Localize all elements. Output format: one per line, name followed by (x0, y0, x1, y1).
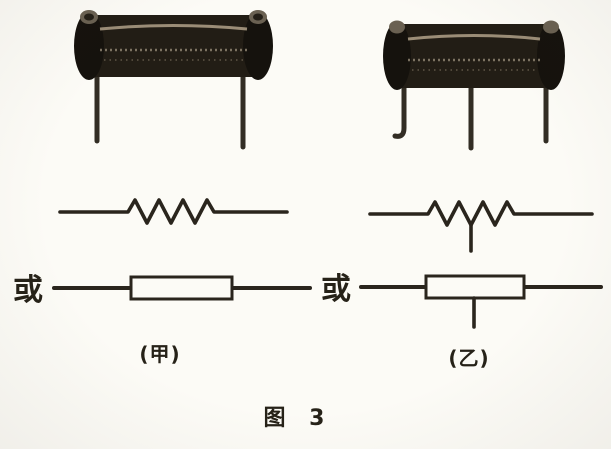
right-resistor-lead-1 (392, 81, 407, 139)
wirewound-resistor-photo-left (74, 10, 273, 150)
zigzag-resistor-symbol-left (58, 198, 289, 225)
wirewound-resistor-photo-right (383, 20, 565, 151)
right-cap-knob-left (389, 20, 405, 34)
right-resistor-highlight (407, 34, 541, 41)
right-resistor-cap-left (383, 22, 411, 90)
left-resistor-cap-left (74, 12, 104, 80)
or-label-right: 或 (321, 272, 351, 307)
left-resistor-body (82, 15, 265, 77)
zigzag-left (58, 198, 289, 225)
left-resistor-highlight (99, 24, 248, 31)
zigzag-resistor-symbol-right-tapped (368, 200, 594, 253)
right-cap-knob-right (543, 20, 559, 34)
panel-caption-yi: (乙) (448, 346, 490, 370)
right-resistor-cap-right (537, 22, 565, 90)
box-resistor-symbol-left (52, 275, 312, 301)
left-cap-knob-core-right (253, 13, 263, 21)
panel-caption-jia: (甲) (139, 342, 181, 366)
figure-caption: 图 3 (263, 406, 333, 431)
left-cap-knob-core-left (84, 13, 94, 21)
box-right-body (424, 274, 526, 300)
left-resistor-cap-right (243, 12, 273, 80)
zigzag-right (368, 200, 594, 227)
or-label-left: 或 (13, 273, 43, 308)
box-resistor-symbol-right-tapped (359, 274, 603, 329)
box-left-body (129, 275, 234, 301)
right-resistor-body (390, 24, 558, 88)
